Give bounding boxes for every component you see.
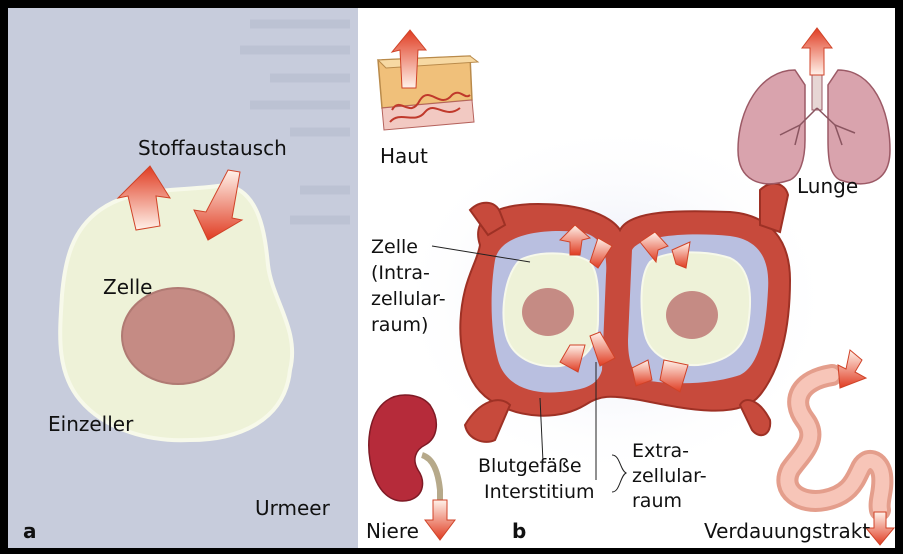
zelle-label-a: Zelle bbox=[103, 276, 152, 298]
zelle-label-b-line4: raum) bbox=[371, 314, 428, 336]
extrazellular-label-line1: Extra- bbox=[632, 440, 689, 462]
zelle-label-b-line1: Zelle bbox=[371, 236, 418, 258]
einzeller-label: Einzeller bbox=[48, 413, 133, 435]
lunge-label: Lunge bbox=[797, 175, 858, 197]
einzeller-nucleus bbox=[122, 288, 234, 384]
interstitium-label: Interstitium bbox=[484, 481, 595, 503]
nucleus-left bbox=[522, 288, 574, 336]
zelle-label-b-line2: (Intra- bbox=[371, 262, 430, 284]
zelle-label-b-line3: zellular- bbox=[371, 288, 446, 310]
verdauungstrakt-label: Verdauungstrakt bbox=[704, 520, 870, 542]
niere-label: Niere bbox=[366, 520, 419, 542]
nucleus-right bbox=[666, 291, 718, 339]
haut-label: Haut bbox=[380, 145, 428, 167]
extrazellular-label-line2: zellular- bbox=[632, 465, 707, 487]
panel-b-letter: b bbox=[512, 520, 526, 542]
panel-a-letter: a bbox=[23, 520, 37, 542]
extrazellular-label-line3: raum bbox=[632, 490, 682, 512]
urmeer-label: Urmeer bbox=[255, 497, 330, 519]
stoffaustausch-label: Stoffaustausch bbox=[138, 137, 287, 159]
blutgefaesse-label: Blutgefäße bbox=[478, 455, 582, 477]
